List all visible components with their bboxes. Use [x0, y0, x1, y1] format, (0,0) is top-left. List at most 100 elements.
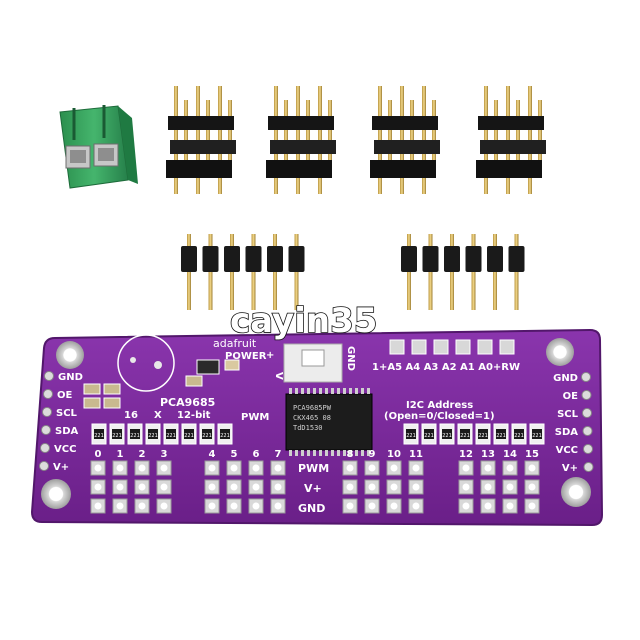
ic-marking-2: CKX465 08	[293, 414, 331, 422]
channel-label: 3	[161, 449, 168, 460]
mount-hole	[41, 479, 71, 509]
address-jumper-pad	[477, 339, 493, 355]
channel-label: 14	[503, 449, 517, 460]
ic-marking-1: PCA9685PW	[293, 404, 332, 412]
pca9685-board: 221 221 221 221 221 221 221 221 221 221 221 221 221 2…	[30, 328, 604, 527]
subtitle-pwm: PWM	[241, 412, 269, 423]
power-label: POWER	[225, 351, 267, 362]
pin-header-3x4	[476, 86, 546, 194]
smd-component	[103, 383, 121, 395]
resistor-code: 221	[532, 433, 542, 439]
address-jumper-pad	[433, 339, 449, 355]
right-pin-label: SDA	[555, 427, 579, 438]
brand-label: adafruit	[213, 337, 257, 350]
smd-component	[185, 375, 203, 387]
address-jumper-pad	[455, 339, 471, 355]
channel-label: 10	[387, 449, 401, 460]
rail-vplus-label: V+	[304, 482, 322, 495]
channel-label: 12	[459, 449, 473, 460]
subtitle-x: X	[154, 410, 162, 421]
smd-component	[83, 397, 101, 409]
mount-hole	[561, 477, 591, 507]
left-pin-label: OE	[57, 390, 73, 401]
pin-pad	[583, 462, 594, 472]
channel-label: 0	[95, 449, 102, 460]
chip-name-label: PCA9685	[160, 396, 215, 409]
resistor-code: 221	[478, 433, 488, 439]
channel-label: 7	[275, 449, 282, 460]
ic-marking-3: TdD1530	[293, 424, 323, 432]
left-pin-label: VCC	[54, 444, 76, 455]
right-pin-label: OE	[563, 391, 579, 402]
pin-pad	[42, 407, 52, 417]
rail-pwm-label: PWM	[298, 462, 329, 475]
pin-pad	[581, 372, 591, 382]
pin-header-1x6	[181, 234, 305, 310]
resistor-code: 221	[202, 433, 212, 439]
resistor-code: 221	[514, 433, 524, 439]
mount-hole	[546, 338, 574, 366]
pin-header-3x4	[370, 86, 440, 194]
pin-pad	[40, 443, 50, 453]
channel-label: 2	[139, 449, 146, 460]
watermark: cayin35	[230, 301, 377, 341]
resistor-code: 221	[460, 433, 470, 439]
capacitor-outline	[117, 334, 175, 392]
channel-label: 1	[117, 449, 124, 460]
left-pin-label: SCL	[56, 408, 78, 419]
i2c-open-closed-label: (Open=0/Closed=1)	[384, 411, 495, 422]
channel-label: 8	[347, 449, 354, 460]
pin-header-3x4	[266, 86, 336, 194]
resistor-code: 221	[112, 433, 122, 439]
address-row-label: 1+A5 A4 A3 A2 A1 A0+RW	[372, 362, 520, 373]
rail-gnd-label: GND	[298, 502, 325, 515]
pin-pad	[39, 461, 49, 471]
right-pin-label: SCL	[557, 409, 579, 420]
pin-header-3x4	[166, 86, 236, 194]
pin-pad	[582, 408, 592, 418]
pin-pad	[41, 425, 51, 435]
resistor-code: 221	[406, 433, 416, 439]
resistor-code: 221	[496, 433, 506, 439]
v-label: V	[273, 372, 284, 380]
address-jumper-pad	[411, 339, 427, 355]
pin-header-1x6	[401, 234, 525, 310]
pin-pad	[44, 371, 54, 381]
resistor-code: 221	[442, 433, 452, 439]
pin-pad	[43, 389, 53, 399]
resistor-code: 221	[148, 433, 158, 439]
channel-label: 4	[209, 449, 216, 460]
resistor-code: 221	[184, 433, 194, 439]
pca9685-chip	[285, 393, 373, 451]
subtitle-bits: 12-bit	[177, 410, 211, 421]
address-jumper-pad	[499, 339, 515, 355]
power-led	[224, 359, 240, 371]
left-pin-label: GND	[58, 372, 83, 383]
power-plus-label: +	[266, 350, 274, 361]
right-pin-label: VCC	[556, 445, 578, 456]
resistor-code: 221	[166, 433, 176, 439]
pin-pad	[583, 444, 593, 454]
mount-hole	[56, 341, 84, 369]
address-jumper-pad	[389, 339, 405, 355]
gnd-top-label: GND	[345, 346, 356, 371]
channel-label: 9	[369, 449, 376, 460]
screw-terminal	[59, 105, 138, 189]
subtitle-16: 16	[124, 410, 138, 421]
left-pin-label: V+	[53, 462, 69, 473]
channel-label: 11	[409, 449, 423, 460]
channel-label: 15	[525, 449, 539, 460]
pin-pad	[581, 390, 592, 400]
resistor-code: 221	[220, 433, 230, 439]
right-pin-label: V+	[562, 463, 578, 474]
resistor-code: 221	[94, 433, 104, 439]
smd-component	[103, 397, 121, 409]
pin-pad	[582, 426, 593, 436]
i2c-address-label: I2C Address	[406, 400, 473, 411]
channel-label: 5	[231, 449, 238, 460]
left-pin-label: SDA	[55, 426, 79, 437]
resistor-code: 221	[130, 433, 140, 439]
resistor-code: 221	[424, 433, 434, 439]
channel-label: 6	[253, 449, 260, 460]
